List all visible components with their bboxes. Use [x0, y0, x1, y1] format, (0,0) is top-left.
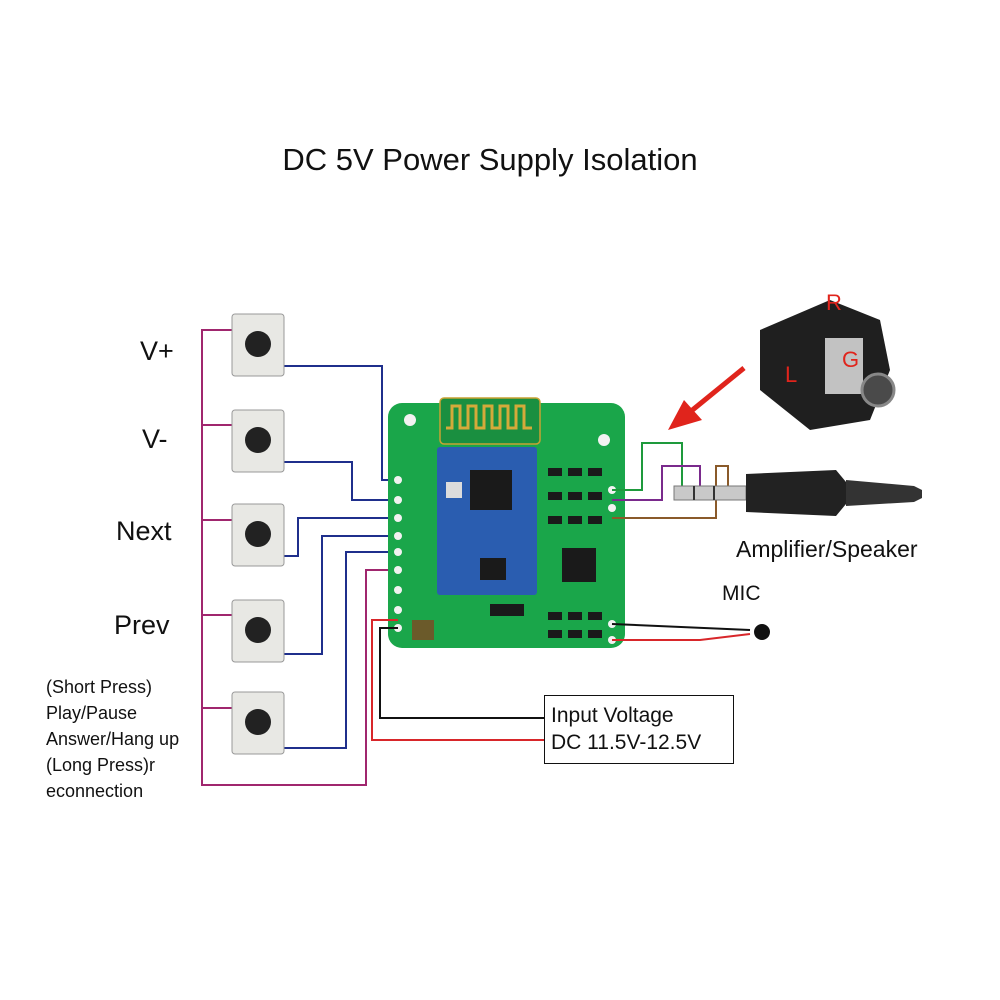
power-wires — [371, 619, 544, 741]
common-wire — [201, 329, 392, 786]
bluetooth-board — [388, 397, 625, 648]
amplifier-wires — [612, 442, 729, 519]
diagram-title: DC 5V Power Supply Isolation — [282, 142, 698, 177]
note-line: (Long Press)r — [46, 755, 156, 775]
note-line: econnection — [46, 781, 144, 801]
jack-socket — [760, 300, 896, 430]
input-voltage-box: Input Voltage DC 11.5V-12.5V — [544, 695, 734, 764]
button-label-next: Next — [116, 516, 172, 546]
note-line: (Short Press) — [46, 677, 153, 697]
input-voltage-range: DC 11.5V-12.5V — [551, 731, 702, 754]
button-label-prev: Prev — [114, 610, 170, 640]
jack-pin-l: L — [785, 362, 797, 387]
mic-icon — [754, 624, 770, 640]
mic-wires — [611, 623, 751, 641]
push-button-v-plus — [231, 313, 285, 377]
button-label-v-plus: V+ — [140, 336, 174, 366]
button-wires — [284, 365, 392, 749]
note-line: Answer/Hang up — [46, 729, 180, 749]
mic-label: MIC — [722, 582, 761, 605]
input-voltage-title: Input Voltage — [551, 704, 674, 727]
pointer-arrow — [668, 366, 746, 430]
amplifier-label: Amplifier/Speaker — [736, 536, 918, 562]
jack-pin-r: R — [826, 290, 842, 315]
jack-pin-g: G — [842, 347, 859, 372]
push-button-play — [231, 691, 285, 755]
push-button-next — [231, 503, 285, 567]
push-button-v-minus — [231, 409, 285, 473]
play-pause-note: (Short Press) Play/Pause Answer/Hang up … — [46, 674, 179, 804]
button-label-v-minus: V- — [142, 424, 168, 454]
push-button-prev — [231, 599, 285, 663]
note-line: Play/Pause — [46, 703, 138, 723]
audio-plug — [673, 470, 922, 516]
